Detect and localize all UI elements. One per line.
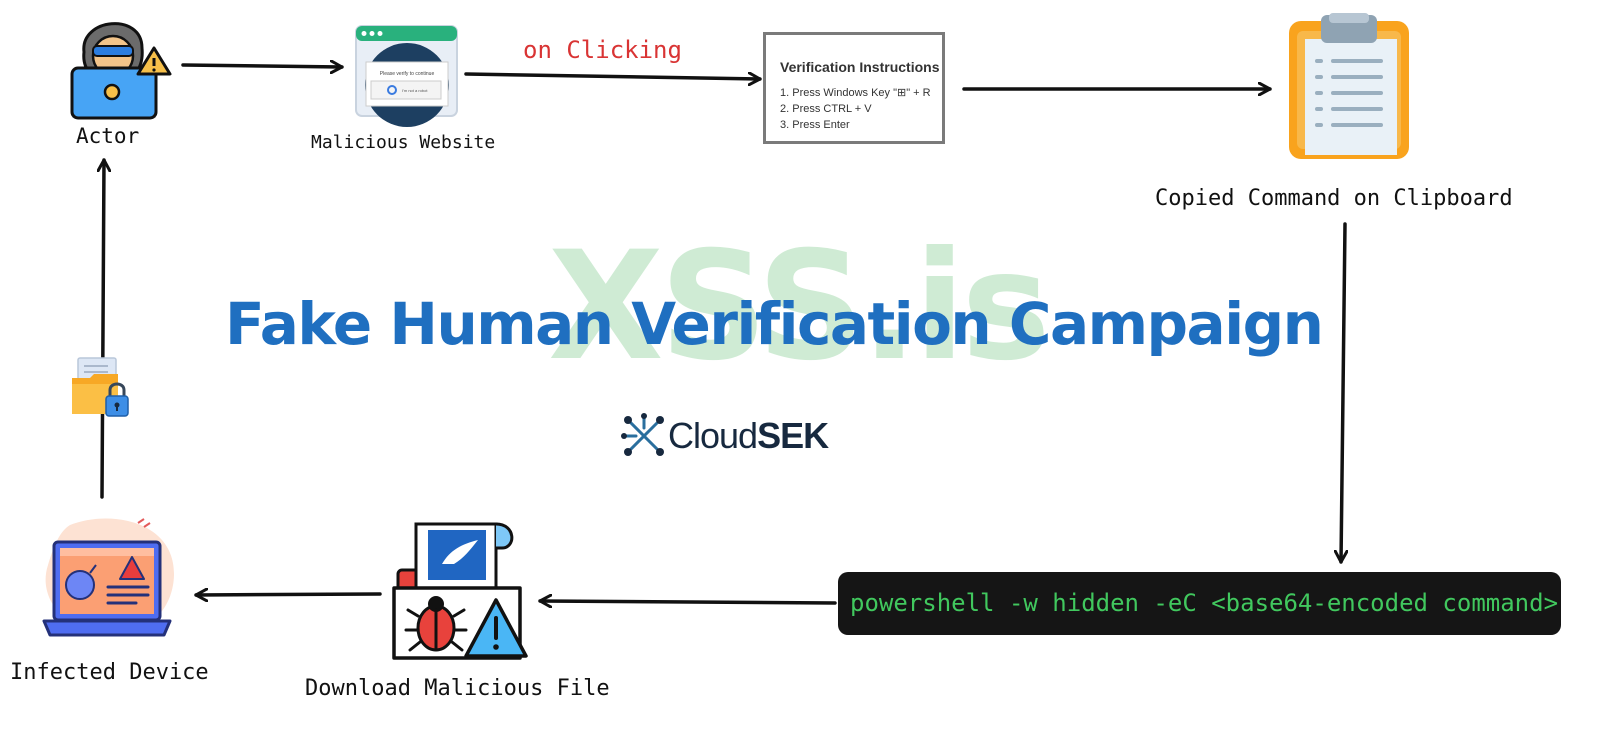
clipboard-label: Copied Command on Clipboard (1155, 186, 1513, 211)
verification-steps: 1. Press Windows Key "⊞" + R 2. Press CT… (780, 85, 931, 133)
malicious-website-icon: Please verify to continue I'm not a robo… (355, 25, 458, 127)
campaign-title: Fake Human Verification Campaign (225, 290, 1324, 358)
hacker-icon (70, 22, 172, 120)
arrow-actor-to-website (181, 65, 344, 67)
locked-folder-icon (72, 357, 129, 417)
verification-instructions-box: Verification Instructions 1. Press Windo… (763, 32, 945, 144)
clipboard-icon (1289, 13, 1409, 159)
arrow-clipboard-to-command (1341, 222, 1345, 564)
verification-step: 3. Press Enter (780, 119, 850, 131)
verification-title: Verification Instructions (780, 59, 940, 75)
website-popup-text: Please verify to continue (380, 71, 435, 77)
malicious-file-icon (392, 522, 528, 660)
on-clicking-label: on Clicking (523, 36, 682, 64)
infected-laptop-icon (42, 518, 175, 637)
arrow-website-to-instructions (464, 74, 762, 79)
cloudsek-logo: CloudSEK (620, 412, 829, 460)
cloudsek-logo-icon (621, 413, 664, 456)
watermark: XSS.is (548, 220, 1051, 394)
download-file-label: Download Malicious File (305, 676, 610, 701)
arrow-device-to-actor (102, 158, 104, 499)
infected-device-label: Infected Device (10, 660, 209, 685)
cloudsek-wordmark: CloudSEK (668, 415, 829, 456)
arrow-file-to-device (194, 594, 382, 595)
verification-step: 2. Press CTRL + V (780, 103, 872, 115)
arrow-command-to-file (538, 601, 837, 603)
powershell-command: powershell -w hidden -eC <base64-encoded… (838, 572, 1561, 635)
malicious-website-label: Malicious Website (311, 132, 496, 153)
verification-step: 1. Press Windows Key "⊞" + R (780, 87, 931, 99)
actor-label: Actor (76, 124, 140, 148)
website-checkbox-text: I'm not a robot (402, 88, 428, 93)
